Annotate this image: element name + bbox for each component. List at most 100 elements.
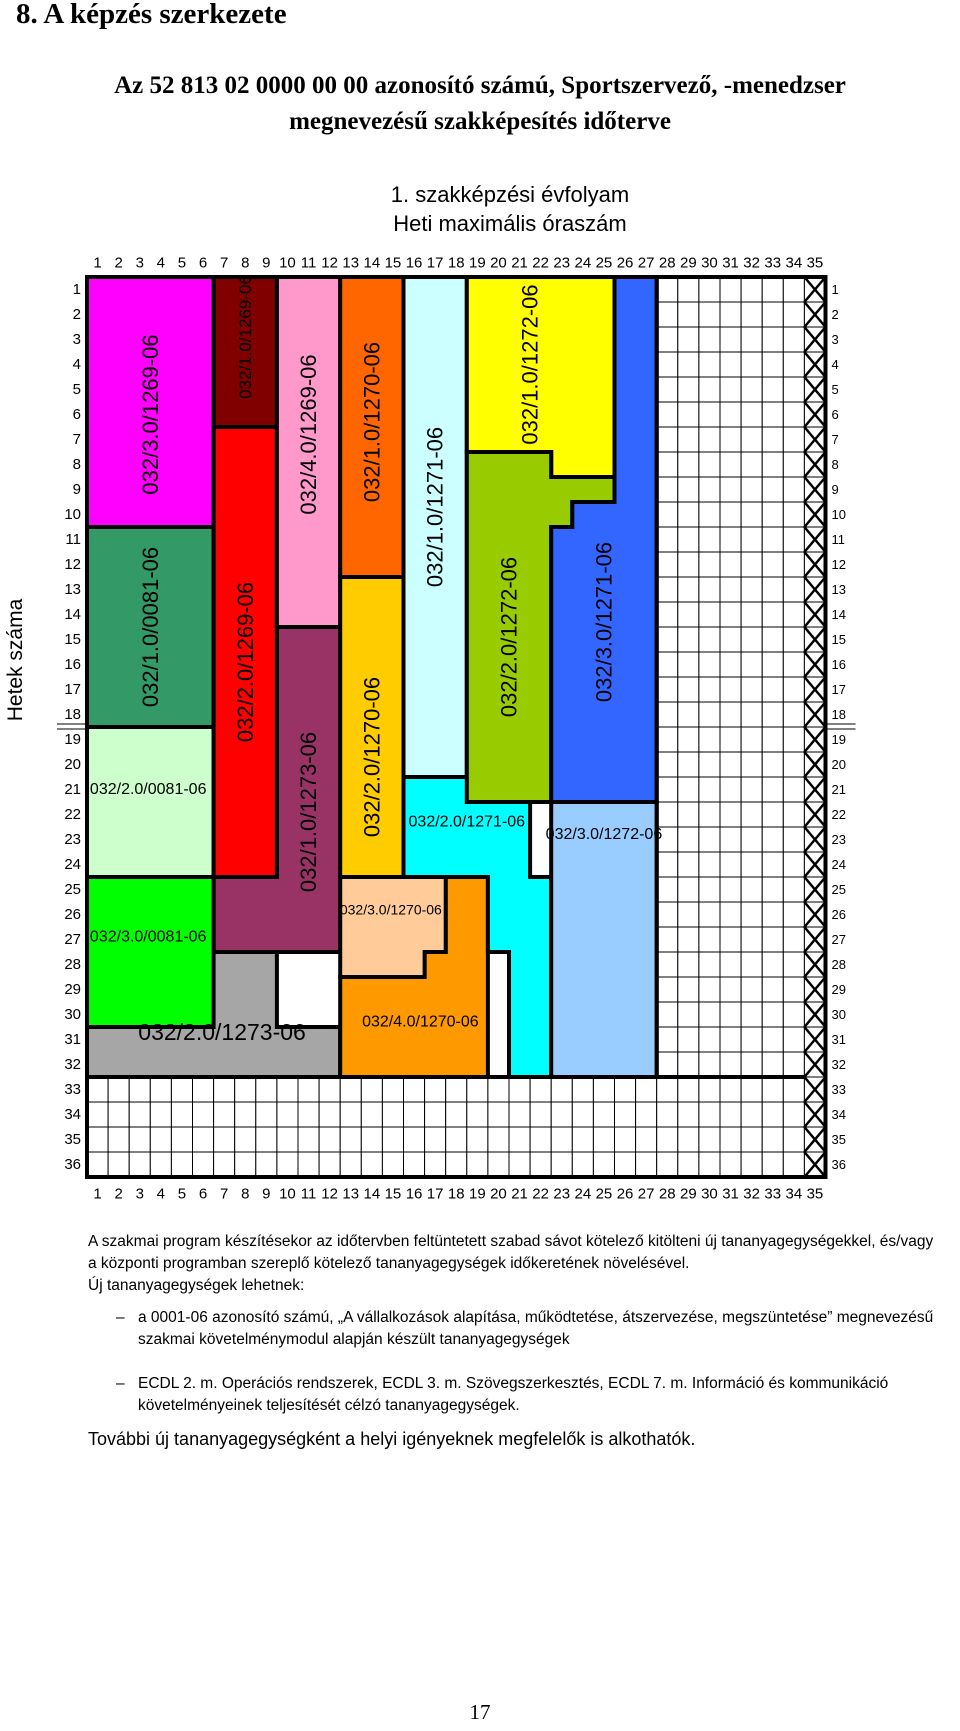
- notes-section: A szakmai program készítésekor az időter…: [88, 1231, 938, 1452]
- subtitle-line-1: Az 52 813 02 0000 00 00 azonosító számú,…: [114, 72, 846, 99]
- free-cell: [782, 326, 805, 353]
- free-cell: [297, 1126, 320, 1153]
- free-cell: [740, 351, 763, 378]
- free-cell: [107, 1101, 130, 1128]
- free-cell: [761, 776, 784, 803]
- free-cell: [550, 1151, 573, 1178]
- y-tick-label: 27: [832, 932, 846, 947]
- x-tick-label: 5: [178, 1186, 186, 1203]
- free-cell: [424, 1076, 447, 1103]
- x-tick-label: 31: [722, 255, 739, 272]
- free-cell: [487, 1076, 510, 1103]
- free-cell: [656, 526, 679, 553]
- block-labels: 032/3.0/1269-06032/1.0/0081-06032/2.0/00…: [90, 275, 662, 1045]
- free-cell: [698, 426, 721, 453]
- free-cell: [719, 851, 742, 878]
- x-tick-label: 32: [743, 255, 760, 272]
- free-cell: [719, 951, 742, 978]
- free-cell: [761, 301, 784, 328]
- free-cell: [782, 876, 805, 903]
- x-tick-label: 20: [490, 255, 507, 272]
- free-cell: [782, 726, 805, 753]
- y-tick-label: 34: [832, 1107, 846, 1122]
- free-cell: [740, 726, 763, 753]
- free-cell: [677, 451, 700, 478]
- x-tick-label: 34: [786, 1186, 803, 1203]
- y-tick-label: 8: [73, 456, 81, 473]
- free-cell: [719, 1101, 742, 1128]
- free-cell: [234, 1076, 257, 1103]
- free-cell: [107, 1151, 130, 1178]
- cross-line: [803, 801, 827, 828]
- free-cell: [740, 376, 763, 403]
- free-cell: [698, 1126, 721, 1153]
- free-cell: [403, 1151, 426, 1178]
- x-tick-label: 15: [385, 255, 402, 272]
- x-tick-label: 8: [241, 255, 249, 272]
- free-cell: [424, 1126, 447, 1153]
- y-tick-label: 32: [64, 1056, 81, 1073]
- free-cell: [656, 626, 679, 653]
- y-tick-label: 20: [64, 756, 81, 773]
- free-cell: [740, 976, 763, 1003]
- y-tick-label: 14: [832, 607, 846, 622]
- free-cell: [782, 651, 805, 678]
- free-cell: [698, 476, 721, 503]
- block-label: 032/4.0/1269-06: [296, 354, 321, 514]
- y-tick-label: 23: [832, 832, 846, 847]
- y-tick-label: 11: [832, 532, 846, 547]
- x-tick-label: 22: [532, 255, 549, 272]
- free-cell: [276, 1126, 299, 1153]
- y-tick-label: 26: [832, 907, 846, 922]
- y-tick-label: 33: [64, 1081, 81, 1098]
- free-cell: [782, 276, 805, 303]
- cross-line: [803, 426, 827, 453]
- free-cell: [592, 1126, 616, 1153]
- cross-line: [803, 351, 827, 378]
- free-cell: [698, 926, 721, 953]
- free-cell: [782, 376, 805, 403]
- free-cell: [445, 1101, 468, 1128]
- block-label: 032/2.0/1272-06: [497, 557, 522, 717]
- y-tick-label: 4: [73, 356, 81, 373]
- block-label: 032/3.0/1271-06: [591, 542, 616, 702]
- free-cell: [128, 1126, 151, 1153]
- closing-paragraph: További új tananyagegységként a helyi ig…: [88, 1429, 696, 1449]
- cross-line: [803, 751, 827, 778]
- cross-line: [803, 676, 827, 703]
- free-cell: [656, 401, 679, 428]
- free-cell: [656, 1076, 679, 1103]
- free-cell: [192, 1101, 215, 1128]
- free-cell: [677, 1051, 700, 1078]
- free-cell: [698, 1151, 721, 1178]
- y-tick-label: 15: [832, 632, 846, 647]
- free-cell: [698, 701, 721, 728]
- free-cell: [508, 1101, 531, 1128]
- free-cell: [782, 1076, 805, 1103]
- x-tick-label: 21: [511, 255, 528, 272]
- x-tick-label: 11: [301, 1186, 317, 1203]
- free-cell: [677, 301, 700, 328]
- free-cell: [360, 1101, 383, 1128]
- block-label: 032/3.0/0081-06: [90, 929, 207, 946]
- free-cell: [677, 1101, 700, 1128]
- free-cell: [782, 701, 805, 728]
- y-tick-label: 9: [832, 482, 839, 497]
- free-cell: [719, 301, 742, 328]
- y-tick-label: 13: [64, 581, 81, 598]
- x-tick-label: 2: [114, 255, 122, 272]
- free-cell: [677, 926, 700, 953]
- block-label: 032/1.0/1271-06: [423, 427, 448, 587]
- x-tick-label: 33: [764, 1186, 781, 1203]
- free-cell: [656, 1026, 679, 1053]
- free-cell: [698, 901, 721, 928]
- y-tick-label: 32: [832, 1057, 846, 1072]
- free-cell: [740, 326, 763, 353]
- free-cell: [761, 401, 784, 428]
- x-tick-label: 12: [321, 1186, 338, 1203]
- y-tick-label: 10: [64, 506, 81, 523]
- free-cell: [719, 901, 742, 928]
- free-cell: [656, 1151, 679, 1178]
- free-cell: [782, 351, 805, 378]
- free-cell: [698, 601, 721, 628]
